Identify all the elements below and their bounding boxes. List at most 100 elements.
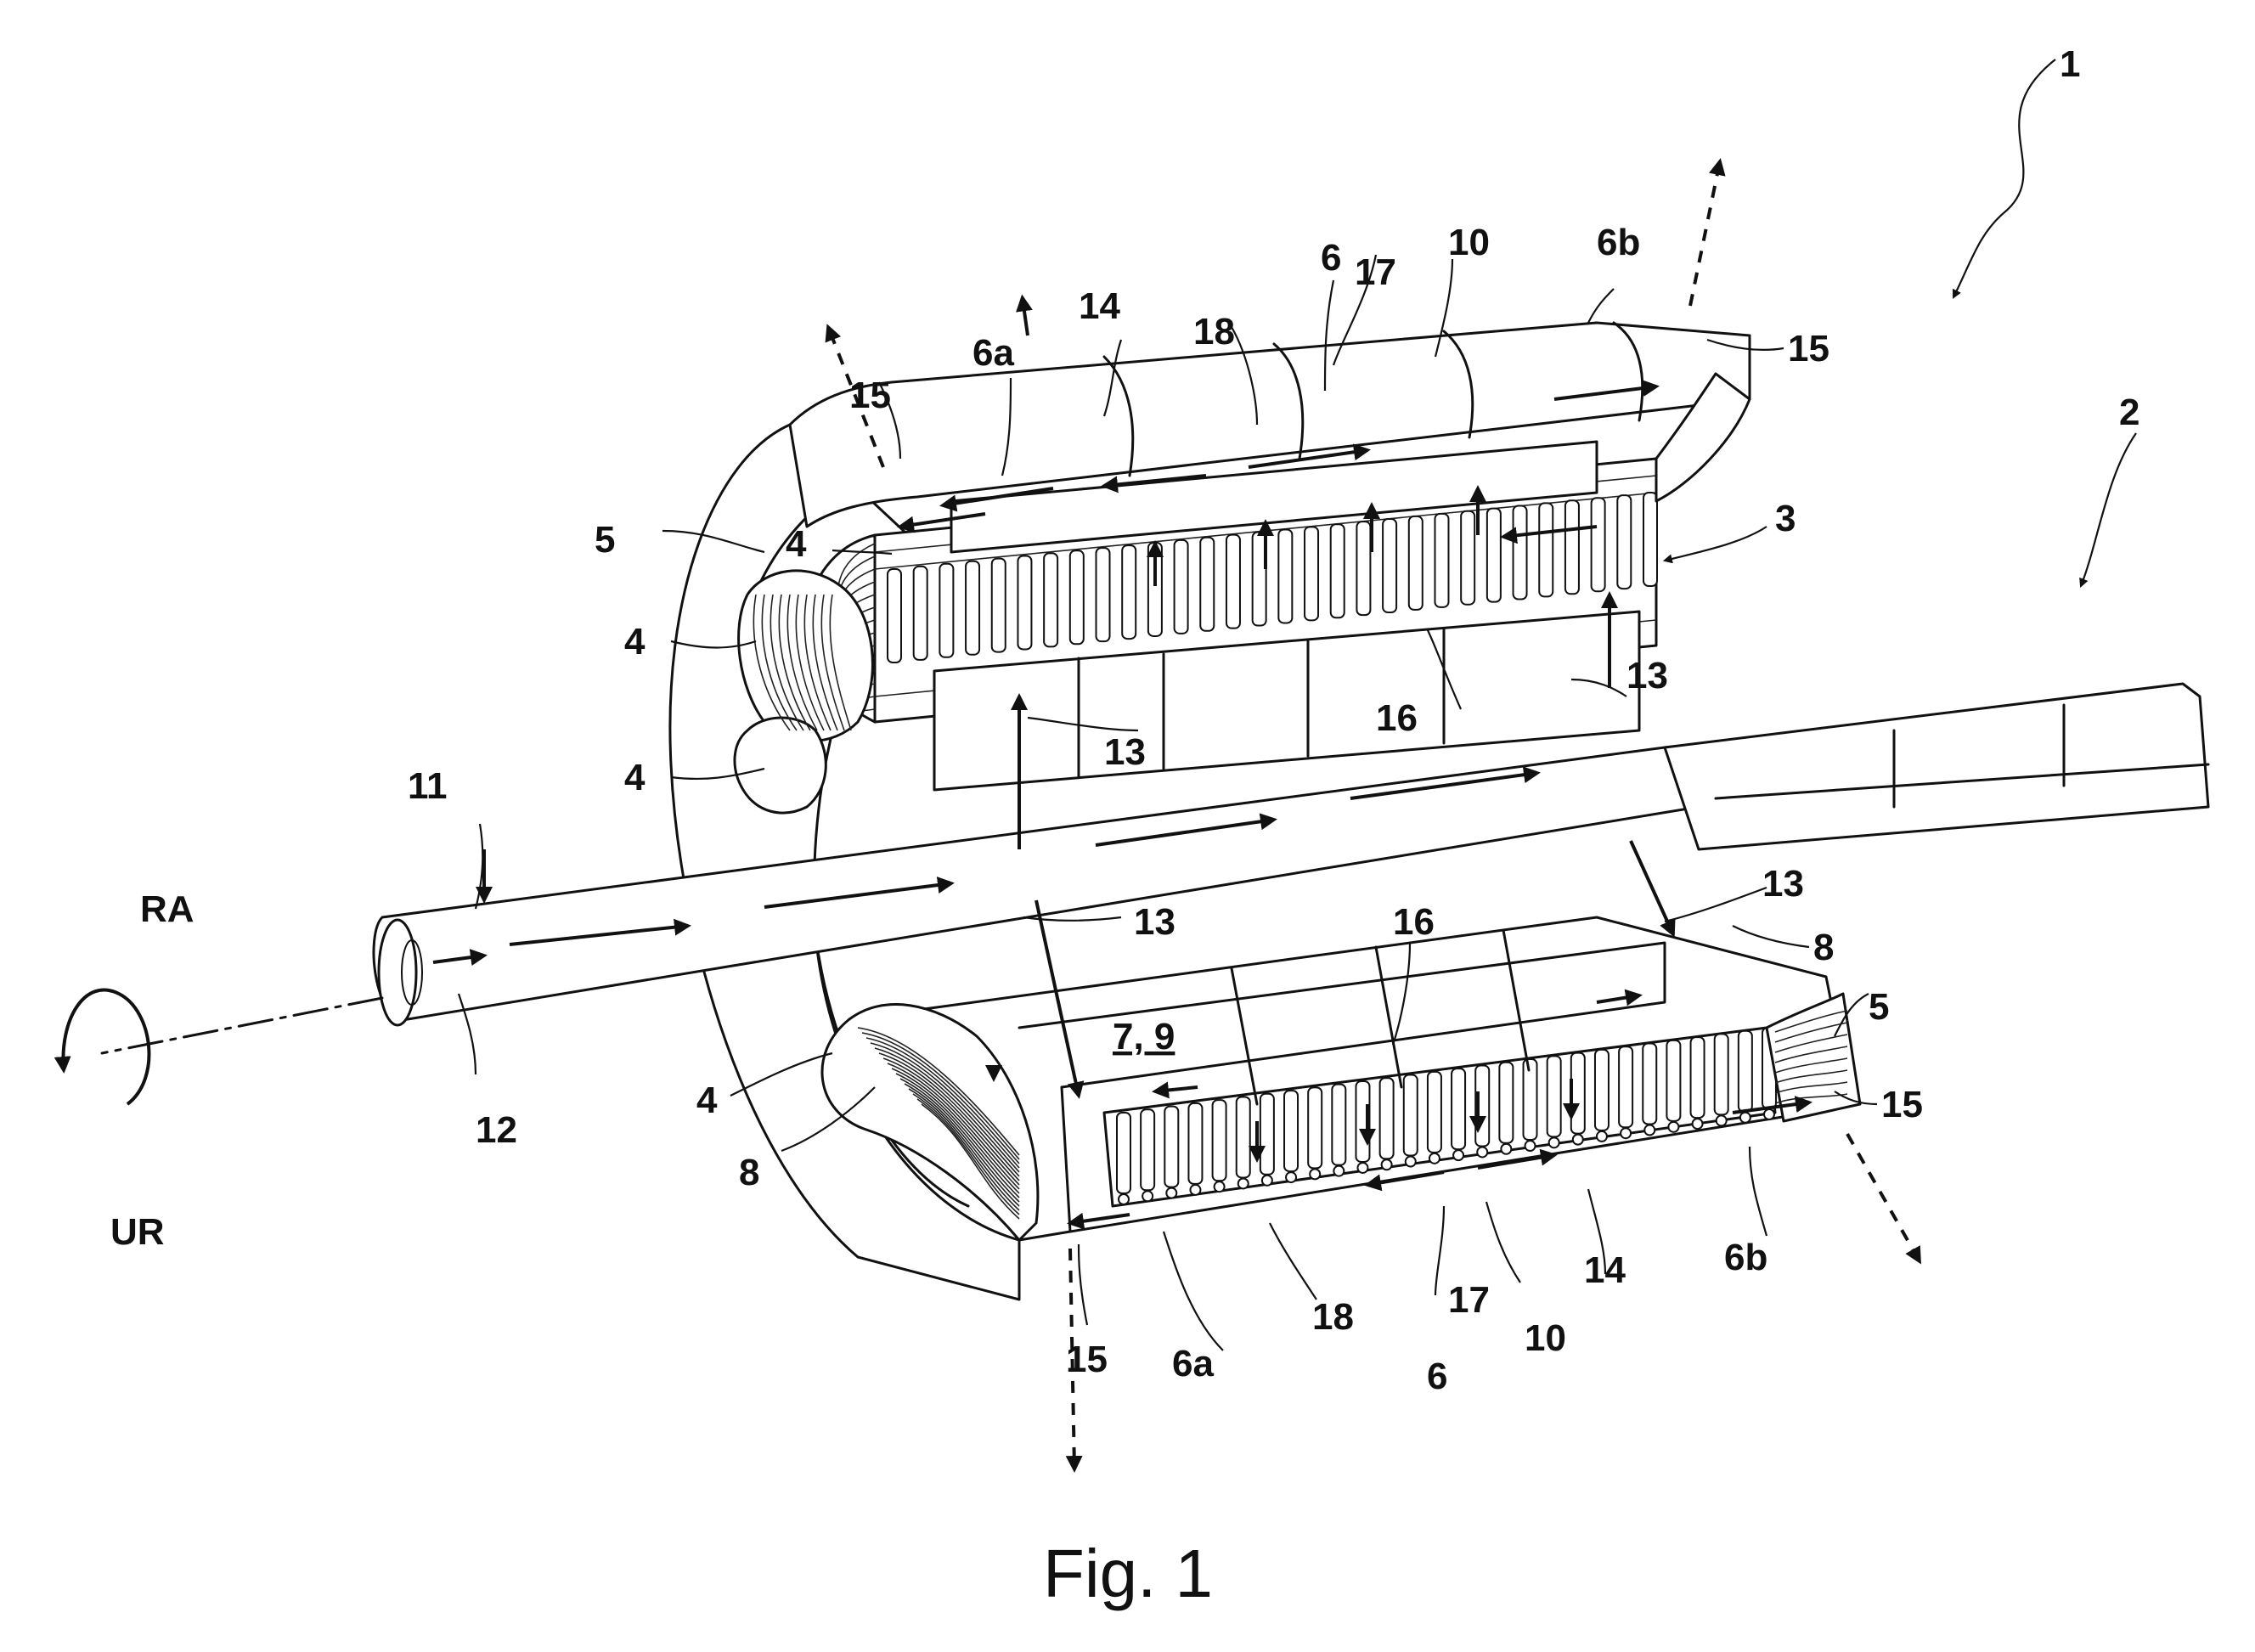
label-6b: 6 (1427, 1356, 1447, 1397)
lamination-tooth (990, 557, 1006, 653)
lamination-tooth (1121, 544, 1137, 640)
label-12: 12 (476, 1109, 517, 1151)
label-10b: 10 (1525, 1317, 1566, 1359)
shaft (372, 440, 2210, 1027)
lamination-tooth (1570, 1052, 1586, 1135)
label-13b: 13 (1626, 655, 1668, 696)
cooling-hole (1237, 1177, 1249, 1190)
lamination-tooth (1426, 1070, 1442, 1153)
cooling-hole (1667, 1120, 1680, 1133)
label-18b: 18 (1312, 1296, 1354, 1338)
cooling-hole (1452, 1149, 1465, 1162)
rotor-outer-shell (788, 321, 1751, 528)
label-4a: 4 (786, 523, 807, 565)
rotation-axis (54, 988, 384, 1106)
label-6a: 6 (1321, 237, 1341, 279)
cooling-hole (1547, 1136, 1560, 1149)
lamination-tooth (1593, 1048, 1610, 1131)
cooling-hole (1524, 1140, 1536, 1153)
lamination-tooth (1116, 1112, 1131, 1194)
upper-core-blocks (933, 610, 1641, 792)
lamination-tooth (1211, 1099, 1227, 1182)
lamination-tooth (1095, 547, 1111, 643)
cooling-hole (1500, 1142, 1513, 1155)
lamination-tooth (1498, 1061, 1514, 1144)
label-15b: 15 (1788, 328, 1829, 369)
label-13c: 13 (1134, 901, 1175, 943)
label-1: 1 (2060, 43, 2080, 85)
cooling-hole (1595, 1130, 1608, 1142)
cooling-hole (1380, 1159, 1393, 1171)
cooling-hole (1189, 1183, 1202, 1196)
lamination-tooth (1451, 1068, 1467, 1151)
cooling-hole (1213, 1181, 1226, 1193)
cooling-hole (1715, 1114, 1728, 1127)
cooling-hole (1763, 1108, 1775, 1120)
cooling-hole (1428, 1152, 1440, 1164)
label-10a: 10 (1448, 222, 1490, 263)
cooling-hole (1333, 1164, 1345, 1177)
label-8a: 8 (1813, 927, 1834, 968)
lamination-tooth (1017, 555, 1033, 651)
cooling-hole (1142, 1190, 1154, 1203)
lamination-tooth (912, 565, 928, 661)
lamination-tooth (887, 568, 902, 663)
cooling-hole (1165, 1187, 1178, 1199)
label-4b: 4 (624, 621, 645, 662)
lamination-tooth (1173, 538, 1189, 634)
coolant-flow-arrows (432, 294, 1812, 1230)
lamination-tooth (1522, 1058, 1538, 1142)
label-5b: 5 (1869, 986, 1889, 1028)
lamination-tooth (939, 562, 955, 658)
lamination-tooth (1538, 502, 1554, 598)
cooling-hole (1739, 1111, 1751, 1124)
lamination-tooth (1402, 1074, 1418, 1157)
label-3: 3 (1775, 498, 1796, 539)
lamination-tooth (1331, 1083, 1347, 1166)
label-14a: 14 (1079, 285, 1120, 327)
lamination-tooth (1356, 521, 1372, 617)
lamination-tooth (1460, 510, 1476, 606)
lamination-tooth (1642, 1042, 1658, 1125)
cooling-hole (1476, 1146, 1489, 1159)
cooling-hole (1309, 1168, 1322, 1181)
cooling-hole (1404, 1155, 1417, 1168)
lamination-tooth (1277, 528, 1294, 624)
lamination-tooth (1689, 1036, 1705, 1119)
label-13a: 13 (1104, 731, 1146, 773)
lamination-tooth (1618, 1046, 1634, 1129)
label-6a-top: 6a (972, 332, 1014, 374)
figure-caption: Fig. 1 (1043, 1536, 1213, 1611)
label-5a: 5 (595, 519, 615, 561)
lamination-tooth (1407, 515, 1423, 611)
lamination-tooth (1713, 1033, 1729, 1116)
cooling-hole (1260, 1174, 1273, 1187)
reference-labels: 1 2 3 4 4 4 4 5 5 6 6 6a 6a 6b 6b 7, 9 8… (110, 43, 2139, 1397)
label-4d: 4 (696, 1080, 718, 1121)
lower-core-blocks (1230, 928, 1531, 1106)
label-17a: 17 (1355, 251, 1396, 293)
lamination-tooth (1643, 492, 1658, 587)
label-15d: 15 (1066, 1339, 1108, 1380)
label-6b-bottom: 6b (1724, 1237, 1767, 1278)
label-6b-top: 6b (1597, 222, 1640, 263)
lamination-tooth (1546, 1055, 1562, 1138)
label-17b: 17 (1448, 1279, 1490, 1321)
lamination-tooth (1737, 1029, 1753, 1113)
lamination-tooth (1068, 550, 1085, 646)
label-16b: 16 (1393, 901, 1435, 943)
lamination-tooth (1304, 526, 1320, 622)
label-14b: 14 (1584, 1249, 1626, 1291)
lamination-tooth (1259, 1092, 1275, 1176)
lamination-tooth (1140, 1108, 1156, 1192)
label-8b: 8 (739, 1152, 759, 1193)
lamination-tooth (1283, 1090, 1299, 1173)
lamination-tooth (1666, 1039, 1682, 1122)
lamination-tooth (1434, 512, 1450, 608)
upper-right-end-winding (1655, 372, 1751, 503)
label-18a: 18 (1193, 311, 1235, 352)
inner-winding-heads (733, 569, 874, 815)
label-7-9: 7, 9 (1113, 1016, 1175, 1057)
leader-lines (457, 59, 2137, 1351)
cooling-hole (1285, 1171, 1298, 1184)
